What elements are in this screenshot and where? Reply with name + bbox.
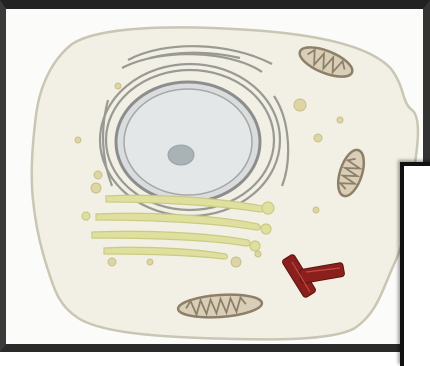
- overlay-panel-corner: [400, 162, 430, 366]
- cell-diagram: [0, 0, 430, 352]
- nuclear-envelope-inner: [124, 89, 252, 195]
- figure: [0, 0, 430, 352]
- nucleolus: [168, 145, 194, 165]
